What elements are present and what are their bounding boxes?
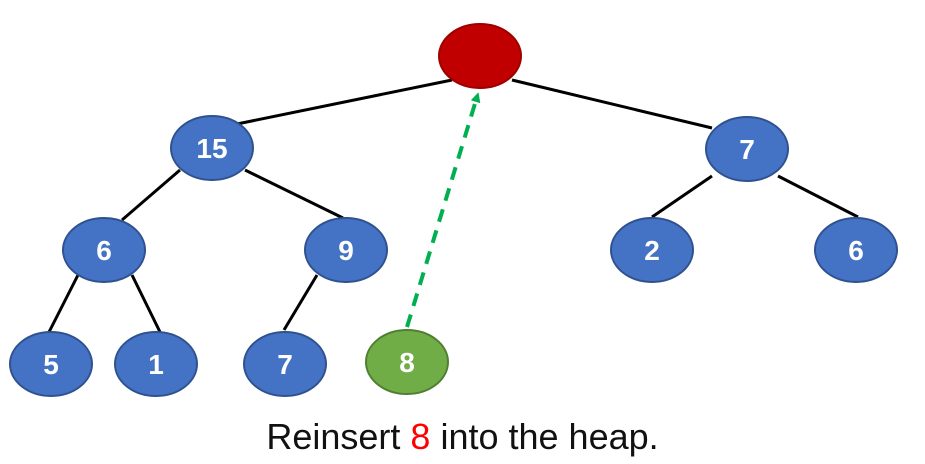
edge-6-5 (45, 274, 80, 337)
edge-9-7 (282, 274, 319, 331)
node-7-right: 7 (705, 116, 789, 182)
node-8-circle (365, 329, 449, 395)
node-2-circle (610, 217, 694, 283)
edge-7-2 (651, 174, 713, 219)
node-8-label: 8 (399, 347, 415, 378)
node-9: 9 (304, 217, 388, 283)
root-node-circle (438, 23, 522, 89)
node-8-reinsert: 8 (365, 329, 449, 395)
node-7-right-circle (705, 116, 789, 182)
node-6-left: 6 (62, 217, 146, 283)
caption-after: into the heap. (430, 416, 659, 457)
edge-6-1 (130, 274, 162, 333)
root-node (438, 23, 522, 89)
node-1: 1 (114, 331, 198, 397)
node-9-circle (304, 217, 388, 283)
node-5: 5 (9, 331, 93, 397)
node-2: 2 (610, 217, 694, 283)
node-6-left-circle (62, 217, 146, 283)
node-6-left-label: 6 (96, 235, 112, 266)
node-6-right: 6 (814, 217, 898, 283)
node-15-circle (170, 115, 254, 181)
edge-15-6 (121, 168, 181, 222)
node-7-left-label: 7 (277, 349, 293, 380)
tree-edges (45, 78, 859, 337)
node-5-label: 5 (43, 349, 59, 380)
heap-tree-diagram: 15 7 6 9 2 6 5 1 7 8 (9, 23, 898, 397)
edge-7-6 (777, 174, 859, 219)
node-15-label: 15 (196, 133, 227, 164)
caption-highlight: 8 (410, 416, 431, 457)
node-5-circle (9, 331, 93, 397)
node-7-left-circle (243, 331, 327, 397)
node-1-circle (114, 331, 198, 397)
edge-15-9 (244, 168, 344, 220)
node-7-right-label: 7 (739, 134, 755, 165)
reinsert-arrow (405, 92, 481, 328)
caption: Reinsert 8 into the heap. (0, 414, 925, 460)
edge-root-7 (511, 78, 713, 130)
node-9-label: 9 (338, 235, 354, 266)
edge-root-15 (236, 78, 453, 126)
node-15: 15 (170, 115, 254, 181)
node-6-right-label: 6 (848, 235, 864, 266)
node-7-left: 7 (243, 331, 327, 397)
node-6-right-circle (814, 217, 898, 283)
node-2-label: 2 (644, 235, 660, 266)
node-1-label: 1 (148, 349, 164, 380)
caption-before: Reinsert (266, 416, 411, 457)
